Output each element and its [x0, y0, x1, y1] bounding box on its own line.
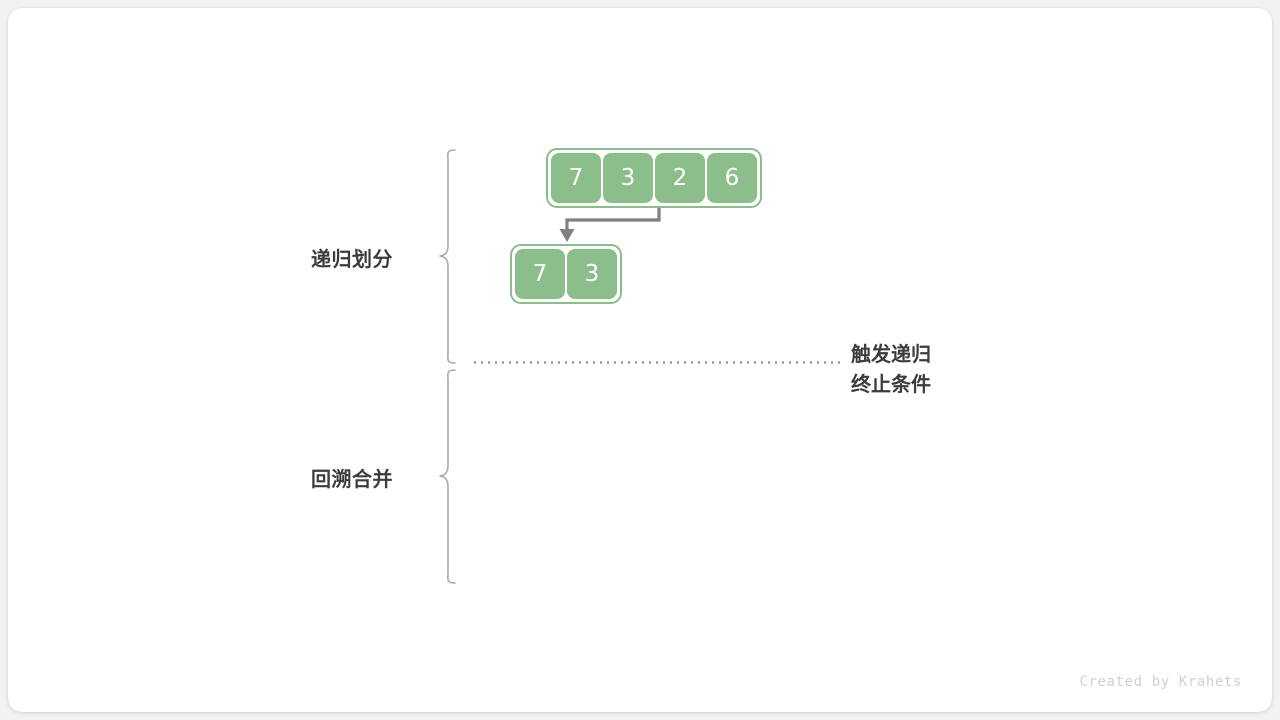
array-full: 7 3 2 6	[546, 148, 762, 208]
label-termination-line1: 触发递归	[851, 342, 931, 366]
array-cell: 3	[603, 153, 653, 203]
watermark-credit: Created by Krahets	[1079, 674, 1242, 690]
label-backtrack-merge: 回溯合并	[311, 467, 393, 491]
array-cell: 7	[515, 249, 565, 299]
brace-divide	[439, 149, 456, 364]
label-recursive-divide: 递归划分	[311, 247, 393, 271]
recursion-arrowhead-icon	[559, 229, 575, 242]
diagram-card: 7 3 2 6 7 3 递归划分 回溯合并 触发递归 终止条件 Created …	[8, 8, 1272, 712]
recursion-arrow	[565, 205, 661, 232]
array-cell: 6	[707, 153, 757, 203]
array-cell: 2	[655, 153, 705, 203]
array-left-half: 7 3	[510, 244, 622, 304]
array-cell: 7	[551, 153, 601, 203]
array-cell: 3	[567, 249, 617, 299]
label-termination-line2: 终止条件	[851, 372, 931, 396]
brace-merge	[439, 369, 456, 584]
diagram-overlay	[439, 149, 843, 584]
label-termination-condition: 触发递归 终止条件	[851, 339, 931, 399]
